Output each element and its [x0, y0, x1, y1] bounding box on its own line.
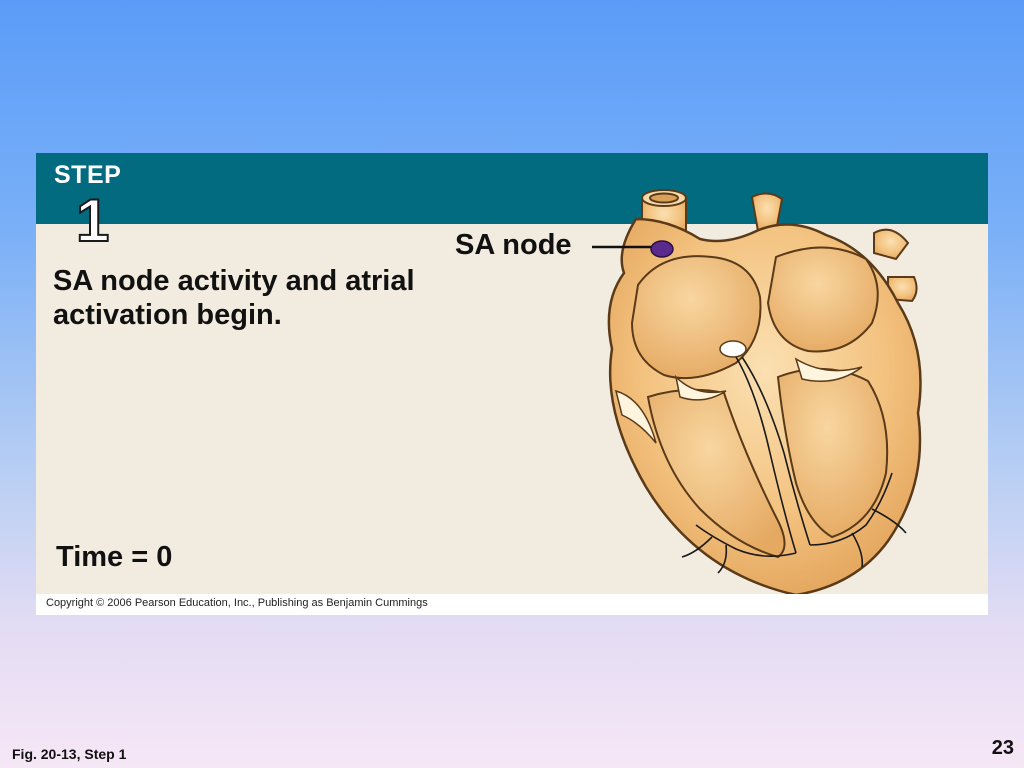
left-ventricle [776, 368, 889, 539]
sa-node-label: SA node [455, 229, 572, 261]
conduction-pathways [681, 356, 907, 574]
figure-panel: STEP 1 SA node activity and atrial activ… [36, 153, 988, 615]
copyright-bar: Copyright © 2006 Pearson Education, Inc.… [36, 594, 988, 615]
sa-node [650, 240, 674, 258]
time-label: Time = 0 [56, 541, 173, 573]
slide-number: 23 [991, 737, 1014, 759]
heart-illustration [592, 189, 922, 597]
step-number: 1 [75, 187, 110, 254]
step-label: STEP [54, 161, 122, 189]
step-band [36, 153, 988, 224]
left-atrium [766, 246, 879, 353]
step-description: SA node activity and atrial activation b… [53, 265, 415, 331]
copyright-text: Copyright © 2006 Pearson Education, Inc.… [46, 597, 428, 609]
av-node [719, 340, 747, 358]
great-vessels [641, 189, 918, 303]
figure-caption: Fig. 20-13, Step 1 [12, 746, 127, 762]
